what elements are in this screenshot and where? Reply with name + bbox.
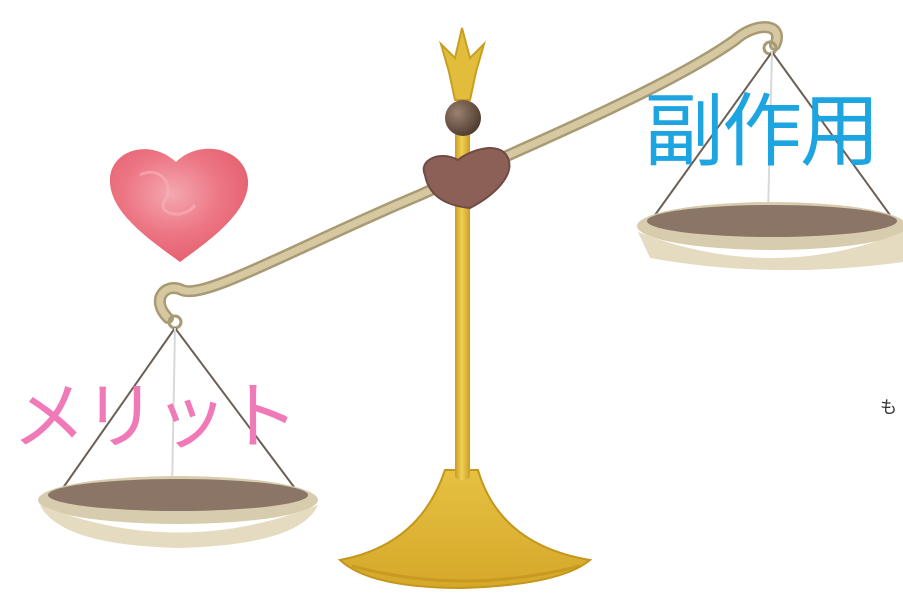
side-effect-label: 副作用 (644, 85, 880, 178)
scale-finial (438, 27, 487, 101)
scale-base (337, 469, 593, 590)
edge-text-fragment: も (880, 398, 897, 418)
right-pan (637, 51, 903, 271)
scale-stand (337, 27, 593, 590)
center-heart-icon (422, 147, 511, 210)
merit-label: メリット (12, 374, 299, 460)
left-heart-icon (109, 148, 249, 262)
left-pan (38, 327, 318, 548)
pivot-ball (445, 100, 481, 136)
scale-pillar (455, 130, 470, 480)
